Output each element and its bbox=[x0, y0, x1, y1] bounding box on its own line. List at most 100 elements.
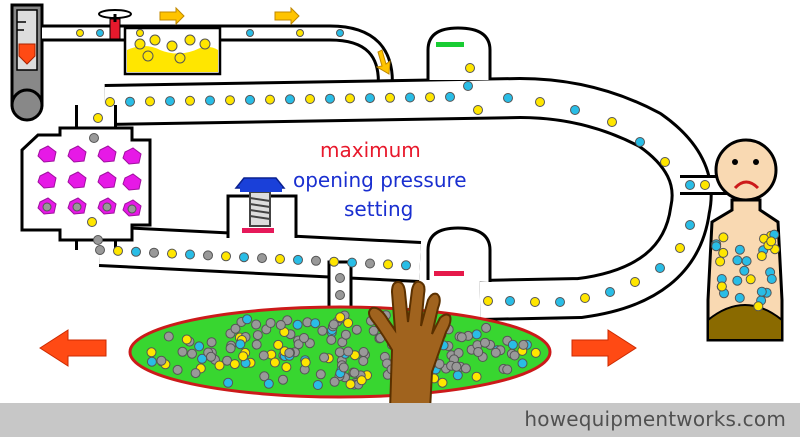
gas-particle bbox=[351, 324, 362, 335]
gas-particle bbox=[335, 273, 345, 283]
gas-particle bbox=[480, 337, 490, 348]
gas-particle bbox=[766, 274, 777, 284]
gas-particle bbox=[718, 232, 729, 243]
gas-particle bbox=[732, 275, 743, 286]
gas-particle bbox=[715, 256, 726, 267]
gas-particle bbox=[221, 251, 231, 262]
gas-particle bbox=[312, 380, 323, 390]
gas-particle bbox=[505, 296, 515, 306]
left-arrow-icon bbox=[39, 329, 107, 367]
gas-particle bbox=[660, 157, 670, 167]
gas-particle bbox=[711, 241, 722, 252]
gas-particle bbox=[310, 318, 321, 329]
gas-particle bbox=[530, 347, 541, 358]
gas-particle bbox=[292, 319, 303, 330]
gas-particle bbox=[125, 96, 135, 107]
gas-particle bbox=[317, 325, 328, 336]
gas-particle bbox=[343, 346, 354, 357]
gas-particle bbox=[518, 339, 529, 350]
gas-particle bbox=[700, 180, 710, 190]
gas-particle bbox=[214, 360, 225, 371]
gas-particle bbox=[530, 297, 540, 307]
gas-particle bbox=[345, 379, 356, 390]
gas-particle bbox=[203, 250, 213, 261]
gas-particle bbox=[343, 318, 354, 328]
gas-particle bbox=[205, 95, 215, 106]
gas-particle bbox=[517, 358, 528, 369]
gas-particle bbox=[490, 347, 501, 358]
footer-bar: howequipmentworks.com bbox=[0, 403, 800, 437]
gas-particle bbox=[502, 364, 513, 375]
gas-particle bbox=[136, 29, 144, 37]
gas-particle bbox=[263, 378, 274, 389]
gas-particle bbox=[745, 274, 756, 285]
spring-icon bbox=[249, 191, 271, 227]
gas-particle bbox=[385, 92, 395, 103]
gas-particle bbox=[185, 95, 195, 106]
gas-particle bbox=[734, 244, 745, 255]
gas-particle bbox=[95, 245, 105, 255]
gas-particle bbox=[166, 40, 178, 52]
gas-particle bbox=[451, 361, 462, 372]
gas-particle bbox=[206, 351, 216, 362]
gas-particle bbox=[252, 330, 263, 341]
gas-particle bbox=[437, 377, 448, 388]
gas-particle bbox=[246, 29, 254, 37]
gas-particle bbox=[258, 350, 269, 361]
gas-particle bbox=[460, 363, 471, 374]
gas-particle bbox=[329, 376, 340, 387]
gas-particle bbox=[328, 319, 339, 330]
fresh-gas-tube bbox=[42, 9, 394, 91]
gas-particle bbox=[184, 34, 196, 46]
gas-particle bbox=[165, 96, 175, 107]
gas-particle bbox=[503, 93, 513, 103]
gas-particle bbox=[452, 370, 463, 381]
gas-particle bbox=[358, 347, 369, 357]
gas-particle bbox=[242, 314, 253, 325]
gas-particle bbox=[93, 235, 103, 245]
gas-particle bbox=[456, 332, 467, 343]
gas-particle bbox=[509, 350, 520, 361]
gas-particle bbox=[185, 249, 195, 260]
gas-particle bbox=[756, 286, 767, 297]
gas-particle bbox=[734, 292, 745, 303]
gas-particle bbox=[338, 362, 349, 373]
right-arrow-icon bbox=[571, 329, 637, 367]
gas-particle bbox=[685, 180, 695, 190]
gas-particle bbox=[345, 93, 355, 104]
gas-particle bbox=[206, 337, 217, 348]
gas-particle bbox=[483, 296, 493, 306]
gas-particle bbox=[269, 357, 280, 368]
gas-particle bbox=[507, 339, 518, 350]
gas-particle bbox=[275, 254, 285, 264]
gas-particle bbox=[732, 255, 743, 266]
gas-particle bbox=[293, 339, 304, 350]
gas-particle bbox=[265, 94, 275, 105]
gas-particle bbox=[607, 117, 617, 127]
gas-particle bbox=[326, 334, 337, 345]
gas-particle bbox=[471, 329, 482, 340]
gas-particle bbox=[285, 94, 295, 105]
gas-particle bbox=[278, 374, 288, 385]
gas-particle bbox=[300, 357, 311, 368]
gas-particle bbox=[580, 293, 590, 303]
gas-particle bbox=[340, 329, 351, 340]
gas-particle bbox=[325, 93, 335, 104]
gas-particles bbox=[76, 29, 780, 390]
gas-particle bbox=[535, 97, 545, 107]
gas-particle bbox=[365, 93, 375, 104]
gas-particle bbox=[223, 377, 234, 388]
co2-absorber bbox=[20, 126, 152, 242]
gas-particle bbox=[425, 92, 435, 103]
gas-particle bbox=[358, 356, 369, 366]
gas-particle bbox=[174, 52, 186, 64]
gas-particle bbox=[105, 97, 115, 107]
gas-particle bbox=[383, 259, 393, 270]
gas-particle bbox=[465, 63, 475, 73]
gas-particle bbox=[167, 248, 177, 259]
gas-particle bbox=[89, 133, 99, 143]
gas-particle bbox=[471, 371, 482, 382]
gas-particle bbox=[281, 362, 292, 373]
gas-particle bbox=[265, 318, 276, 328]
